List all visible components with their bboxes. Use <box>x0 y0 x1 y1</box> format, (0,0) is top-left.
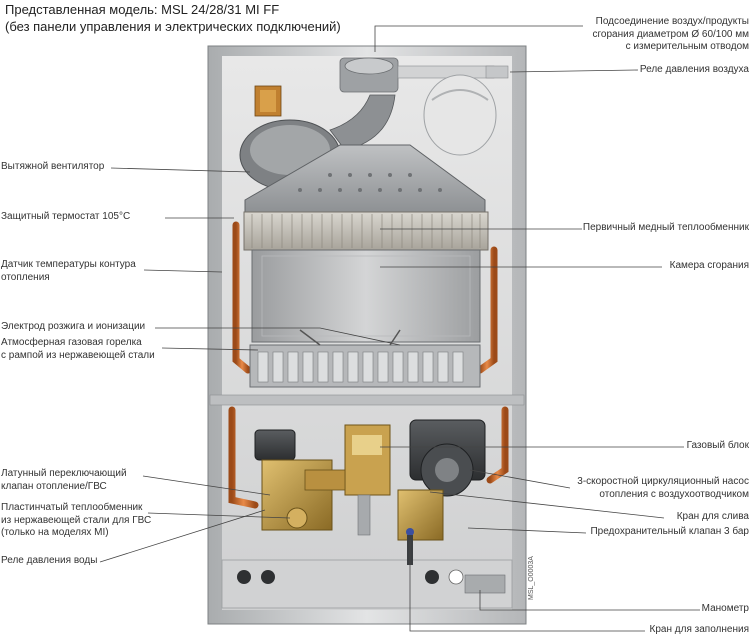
label-plate-exchanger: Пластинчатый теплообменник из нержавеюще… <box>1 502 151 540</box>
gas-valve <box>344 424 391 536</box>
flue-adapter <box>339 57 495 93</box>
label-ignition-electrode-line: Электрод розжига и ионизации <box>1 321 146 332</box>
label-safety-valve: Предохранительный клапан 3 бар <box>590 526 749 539</box>
gas-burner <box>249 329 481 388</box>
label-exhaust-fan: Вытяжной вентилятор <box>1 161 104 174</box>
label-fill-tap-line: Кран для заполнения <box>649 624 749 635</box>
label-gas-burner: Атмосферная газовая горелка с рампой из … <box>1 337 155 362</box>
label-plate-exchanger-line-1: Пластинчатый теплообменник <box>1 502 143 513</box>
label-flue-connection: Подсоединение воздух/продукты сгорания д… <box>592 16 749 54</box>
label-air-pressure-switch-line: Реле давления воздуха <box>639 64 749 75</box>
label-diverter-valve-line-2: клапан отопление/ГВС <box>1 480 107 492</box>
label-fill-tap: Кран для заполнения <box>650 624 749 637</box>
label-flue-connection-line-1: Подсоединение воздух/продукты <box>595 16 749 27</box>
label-heating-temp-sensor-line-2: отопления <box>1 271 50 283</box>
image-code: MSL_O0003A <box>528 556 535 600</box>
label-safety-thermostat-line: Защитный термостат 105°С <box>1 211 131 222</box>
label-manometer-line: Манометр <box>701 603 749 614</box>
label-ignition-electrode: Электрод розжига и ионизации <box>1 321 145 334</box>
label-combustion-chamber-line: Камера сгорания <box>669 260 749 271</box>
label-drain-tap-line: Кран для слива <box>676 511 749 522</box>
title-line-2: (без панели управления и электрических п… <box>5 19 341 34</box>
label-flue-connection-line-2: сгорания диаметром Ø 60/100 мм <box>592 28 749 40</box>
label-heating-temp-sensor: Датчик температуры контура отопления <box>1 259 136 284</box>
label-circulation-pump-line-2: отопления с воздухоотводчиком <box>599 488 749 500</box>
label-gas-burner-line-2: с рампой из нержавеющей стали <box>1 349 155 361</box>
combustion-chamber <box>251 249 481 343</box>
label-circulation-pump: 3-скоростной циркуляционный насос отопле… <box>577 476 749 501</box>
label-water-pressure-switch: Реле давления воды <box>1 555 97 568</box>
primary-heat-exchanger <box>243 211 489 251</box>
label-primary-heat-exchanger-line: Первичный медный теплообменник <box>582 222 749 233</box>
label-circulation-pump-line-1: 3-скоростной циркуляционный насос <box>577 476 749 487</box>
title-line-1: Представленная модель: MSL 24/28/31 MI F… <box>5 2 280 17</box>
label-gas-block: Газовый блок <box>687 440 749 453</box>
label-gas-burner-line-1: Атмосферная газовая горелка <box>1 337 142 348</box>
label-safety-thermostat: Защитный термостат 105°С <box>1 211 130 224</box>
label-gas-block-line: Газовый блок <box>686 440 749 451</box>
label-diverter-valve: Латунный переключающий клапан отопление/… <box>1 468 127 493</box>
label-plate-exchanger-line-2: из нержавеющей стали для ГВС <box>1 514 152 526</box>
label-plate-exchanger-line-3: (только на моделях MI) <box>1 527 109 538</box>
label-primary-heat-exchanger: Первичный медный теплообменник <box>583 222 749 235</box>
label-safety-valve-line: Предохранительный клапан 3 бар <box>590 526 749 537</box>
label-drain-tap: Кран для слива <box>677 511 749 524</box>
brass-diverter-valve <box>254 429 346 531</box>
label-flue-connection-line-3: с измерительным отводом <box>625 41 749 52</box>
label-heating-temp-sensor-line-1: Датчик температуры контура <box>1 259 136 270</box>
label-water-pressure-switch-line: Реле давления воды <box>1 555 98 566</box>
label-exhaust-fan-line: Вытяжной вентилятор <box>1 161 105 172</box>
air-pressure-switch <box>423 65 509 156</box>
diagram-title: Представленная модель: MSL 24/28/31 MI F… <box>5 1 341 35</box>
label-manometer: Манометр <box>702 603 749 616</box>
label-diverter-valve-line-1: Латунный переключающий <box>1 468 127 479</box>
label-combustion-chamber: Камера сгорания <box>670 260 749 273</box>
label-air-pressure-switch: Реле давления воздуха <box>640 64 749 77</box>
